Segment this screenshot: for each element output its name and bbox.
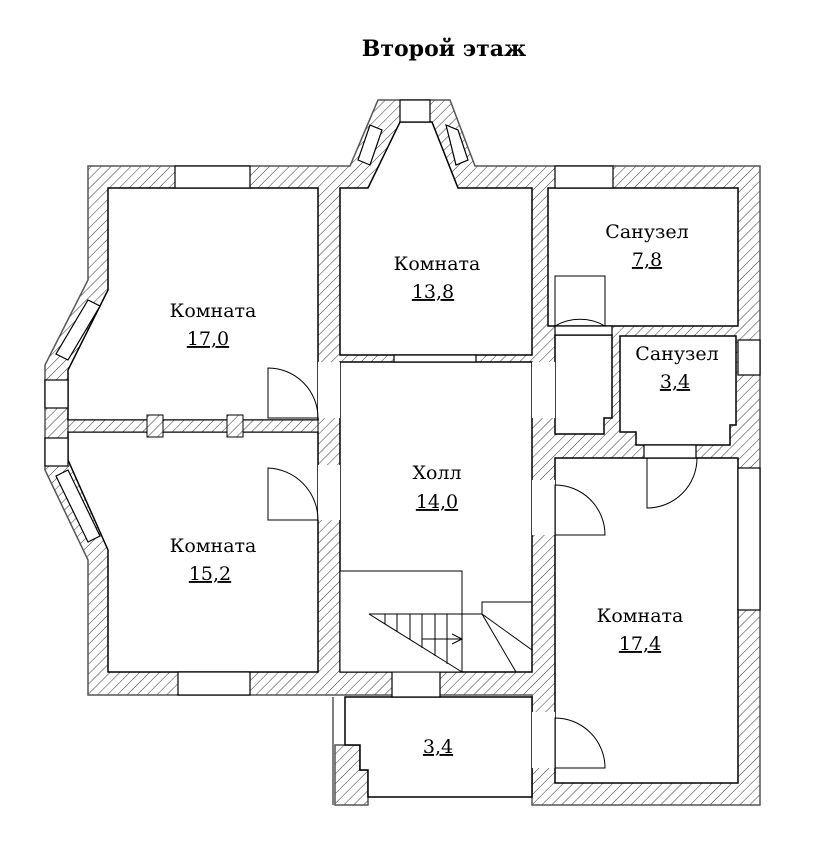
room-labels: Комната 17,0 Комната 13,8 Санузел 7,8 Са… xyxy=(170,221,719,758)
staircase xyxy=(339,570,533,673)
room-area: 17,0 xyxy=(187,328,229,350)
room-area: 17,4 xyxy=(619,633,661,655)
room-area: 15,2 xyxy=(189,563,231,585)
room-name: Санузел xyxy=(605,221,688,243)
bathroom-3-4 xyxy=(619,335,737,446)
room-area: 3,4 xyxy=(660,371,690,393)
divider-wall xyxy=(67,414,319,438)
room-area: 14,0 xyxy=(416,491,458,513)
bathroom-7-8 xyxy=(547,187,739,327)
room-interiors xyxy=(67,121,739,798)
doors xyxy=(267,275,698,769)
room-name: Холл xyxy=(412,462,461,484)
room-name: Санузел xyxy=(635,343,718,365)
room-area: 3,4 xyxy=(423,736,453,758)
windows xyxy=(44,99,761,698)
room-name: Комната xyxy=(394,253,481,275)
room-name: Комната xyxy=(597,605,684,627)
room-name: Комната xyxy=(170,535,257,557)
room-area: 13,8 xyxy=(412,281,454,303)
plan-title: Второй этаж xyxy=(361,36,527,62)
room-area: 7,8 xyxy=(632,249,662,271)
closet xyxy=(554,334,613,435)
room-name: Комната xyxy=(170,300,257,322)
